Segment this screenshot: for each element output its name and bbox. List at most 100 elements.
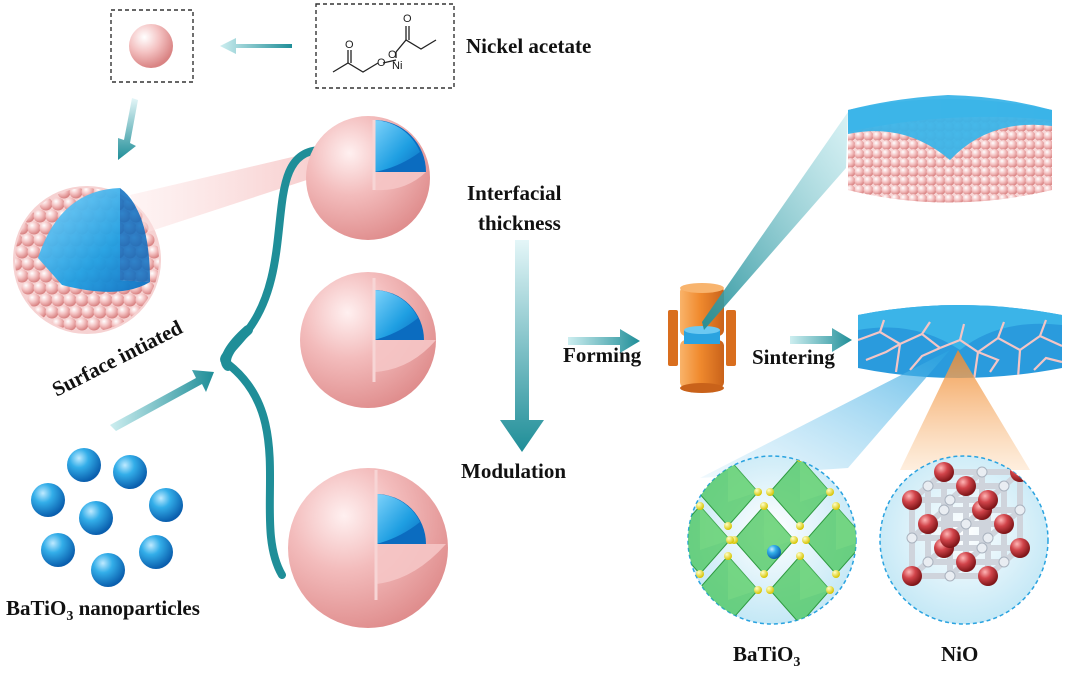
disc-particle: [953, 167, 964, 177]
disc-particle: [917, 167, 928, 177]
shell-sphere: [63, 293, 77, 307]
np-label-suffix: nanoparticles: [73, 596, 200, 620]
disc-particle: [945, 203, 955, 213]
grain-boundary: [1038, 319, 1048, 337]
o-atom: [960, 518, 972, 530]
oxygen-node: [696, 570, 704, 578]
disc-particle: [1016, 167, 1027, 177]
disc-particle: [900, 203, 910, 213]
disc-particle: [980, 194, 991, 203]
grain-boundary: [1016, 349, 1022, 378]
batio3-nanoparticle: [139, 535, 173, 569]
disc-particle: [981, 203, 991, 213]
ni-atom: [918, 514, 938, 534]
disc-particle: [890, 185, 901, 195]
batio3-label-base: BaTiO: [733, 642, 794, 666]
disc-particle: [944, 185, 955, 195]
disc-particle: [1025, 167, 1036, 177]
disc-particle: [1053, 203, 1063, 213]
disc-particle: [962, 149, 973, 159]
disc-particle: [926, 149, 937, 159]
batio3-label-subscript: 3: [793, 655, 801, 671]
disc-particle: [848, 176, 856, 186]
disc-particle: [890, 176, 901, 186]
octahedron-face: [836, 506, 856, 550]
shell-sphere: [69, 305, 83, 319]
batio3-zoom-beam: [700, 350, 950, 478]
disc-particle: [998, 176, 1009, 186]
nio-zoom-beam: [900, 350, 1030, 470]
grain-boundary: [894, 343, 902, 373]
zoom-beam: [130, 150, 322, 232]
disc-particle: [1017, 203, 1027, 213]
shell-sphere: [45, 281, 59, 295]
disc-particle: [908, 185, 919, 195]
disc-particle: [855, 203, 865, 213]
disc-particle: [854, 194, 865, 203]
disc-particle: [908, 140, 919, 150]
disc-particle: [954, 203, 964, 213]
green-body-disc: [846, 95, 1063, 213]
disc-particle: [917, 185, 928, 195]
core-shell-sphere-small: [306, 116, 430, 240]
modulation-label: Modulation: [461, 459, 567, 483]
disc-particle: [854, 185, 865, 195]
ni-atom: [978, 490, 998, 510]
disc-particle: [998, 131, 1009, 141]
disc-particle: [1025, 185, 1036, 195]
disc-particle: [1016, 158, 1027, 168]
disc-particle: [1053, 113, 1063, 123]
disc-particle: [854, 176, 865, 186]
np-label-base: BaTiO: [6, 596, 67, 620]
disc-particle: [863, 167, 874, 177]
disc-particle: [1034, 131, 1045, 141]
disc-particle: [890, 194, 901, 203]
grain-boundary: [977, 350, 1000, 373]
oxygen-label-2: O: [403, 13, 412, 25]
shell-sphere: [75, 317, 89, 331]
disc-particle: [1008, 203, 1018, 213]
disc-particle: [872, 131, 883, 141]
disc-particle: [846, 203, 856, 213]
disc-particle: [1016, 176, 1027, 186]
disc-particle: [1043, 131, 1052, 141]
nio-crystal-inset: [879, 455, 1049, 625]
ba-atom: [767, 545, 781, 559]
disc-particle: [998, 167, 1009, 177]
disc-particle: [1016, 131, 1027, 141]
shell-sphere: [27, 293, 41, 307]
o-atom: [998, 556, 1010, 568]
o-atom: [906, 532, 918, 544]
disc-particle: [1007, 131, 1018, 141]
batio3-nanoparticle: [67, 448, 101, 482]
disc-particle: [926, 185, 937, 195]
disc-particle: [881, 131, 892, 141]
disc-particle: [854, 131, 865, 141]
disc-particle: [848, 185, 856, 195]
oxygen-node: [790, 536, 798, 544]
shell-sphere: [39, 221, 53, 235]
core-shell-sphere-medium: [300, 272, 436, 408]
grain-boundary: [865, 343, 901, 362]
disc-particle: [989, 140, 1000, 150]
grain-boundary: [972, 351, 980, 378]
oxygen-node: [724, 620, 732, 624]
o-atom: [938, 504, 950, 516]
grain-boundary: [921, 321, 931, 335]
disc-particle: [1043, 149, 1052, 159]
oxygen-node: [802, 536, 810, 544]
shell-sphere: [75, 293, 89, 307]
disc-particle: [1053, 140, 1063, 150]
shell-sphere: [45, 305, 59, 319]
disc-particle: [1034, 149, 1045, 159]
oxygen-node: [760, 502, 768, 510]
octahedron-face: [800, 458, 830, 502]
shell-sphere: [39, 269, 53, 283]
disc-particle: [1025, 194, 1036, 203]
ni-atom: [956, 476, 976, 496]
acetate-box: [315, 3, 455, 89]
oxygen-node: [724, 456, 732, 462]
shell-sphere: [33, 209, 47, 223]
